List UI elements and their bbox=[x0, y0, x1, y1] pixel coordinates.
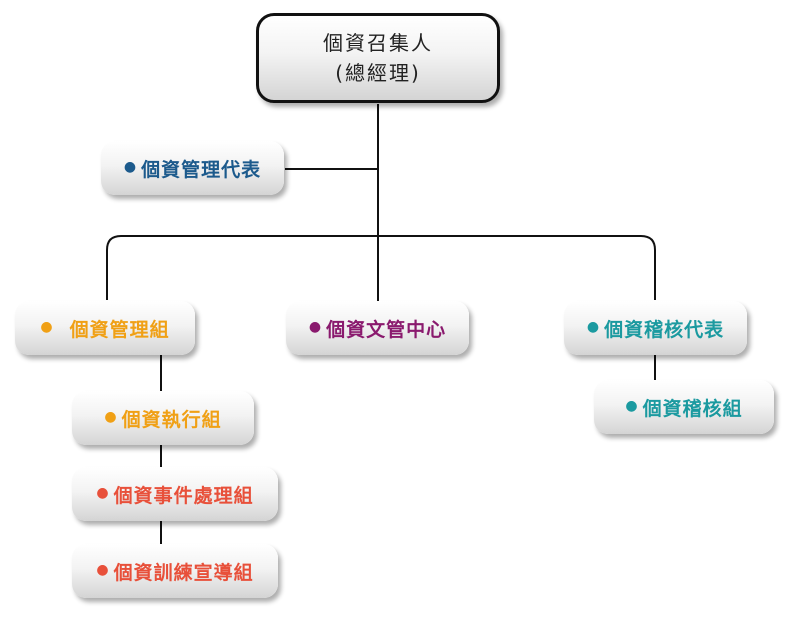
bullet-icon: ● bbox=[96, 485, 110, 501]
node-management-group: ● 個資管理組 bbox=[15, 301, 195, 355]
root-subtitle: (總經理) bbox=[335, 61, 421, 85]
bullet-icon: ● bbox=[586, 319, 601, 335]
bullet-icon: ● bbox=[96, 562, 110, 578]
node-label: 個資事件處理組 bbox=[113, 484, 254, 507]
node-audit-group: ● 個資稽核組 bbox=[594, 380, 774, 434]
bullet-icon: ● bbox=[308, 319, 323, 335]
main-bus-line bbox=[106, 235, 656, 300]
node-label: 個資管理組 bbox=[69, 318, 170, 341]
node-incident-group: ● 個資事件處理組 bbox=[72, 467, 278, 521]
bullet-icon: ● bbox=[104, 409, 118, 425]
root-title: 個資召集人 bbox=[323, 31, 433, 55]
node-label: 個資稽核組 bbox=[642, 397, 743, 420]
node-execution-group: ● 個資執行組 bbox=[72, 391, 254, 445]
node-label: 個資稽核代表 bbox=[604, 318, 725, 341]
bullet-icon: ● bbox=[625, 398, 639, 414]
node-label: 個資管理代表 bbox=[141, 158, 262, 181]
node-training-group: ● 個資訓練宣導組 bbox=[72, 544, 278, 598]
node-representative: ● 個資管理代表 bbox=[101, 141, 284, 195]
bullet-icon: ● bbox=[123, 159, 138, 175]
node-label: 個資訓練宣導組 bbox=[113, 561, 254, 584]
node-label: 個資執行組 bbox=[121, 408, 222, 431]
bullet-icon: ● bbox=[40, 319, 54, 335]
node-audit-representative: ● 個資稽核代表 bbox=[564, 301, 747, 355]
root-node-convener: 個資召集人 (總經理) bbox=[256, 13, 500, 103]
node-label: 個資文管中心 bbox=[326, 318, 447, 341]
node-document-center: ● 個資文管中心 bbox=[286, 301, 469, 355]
